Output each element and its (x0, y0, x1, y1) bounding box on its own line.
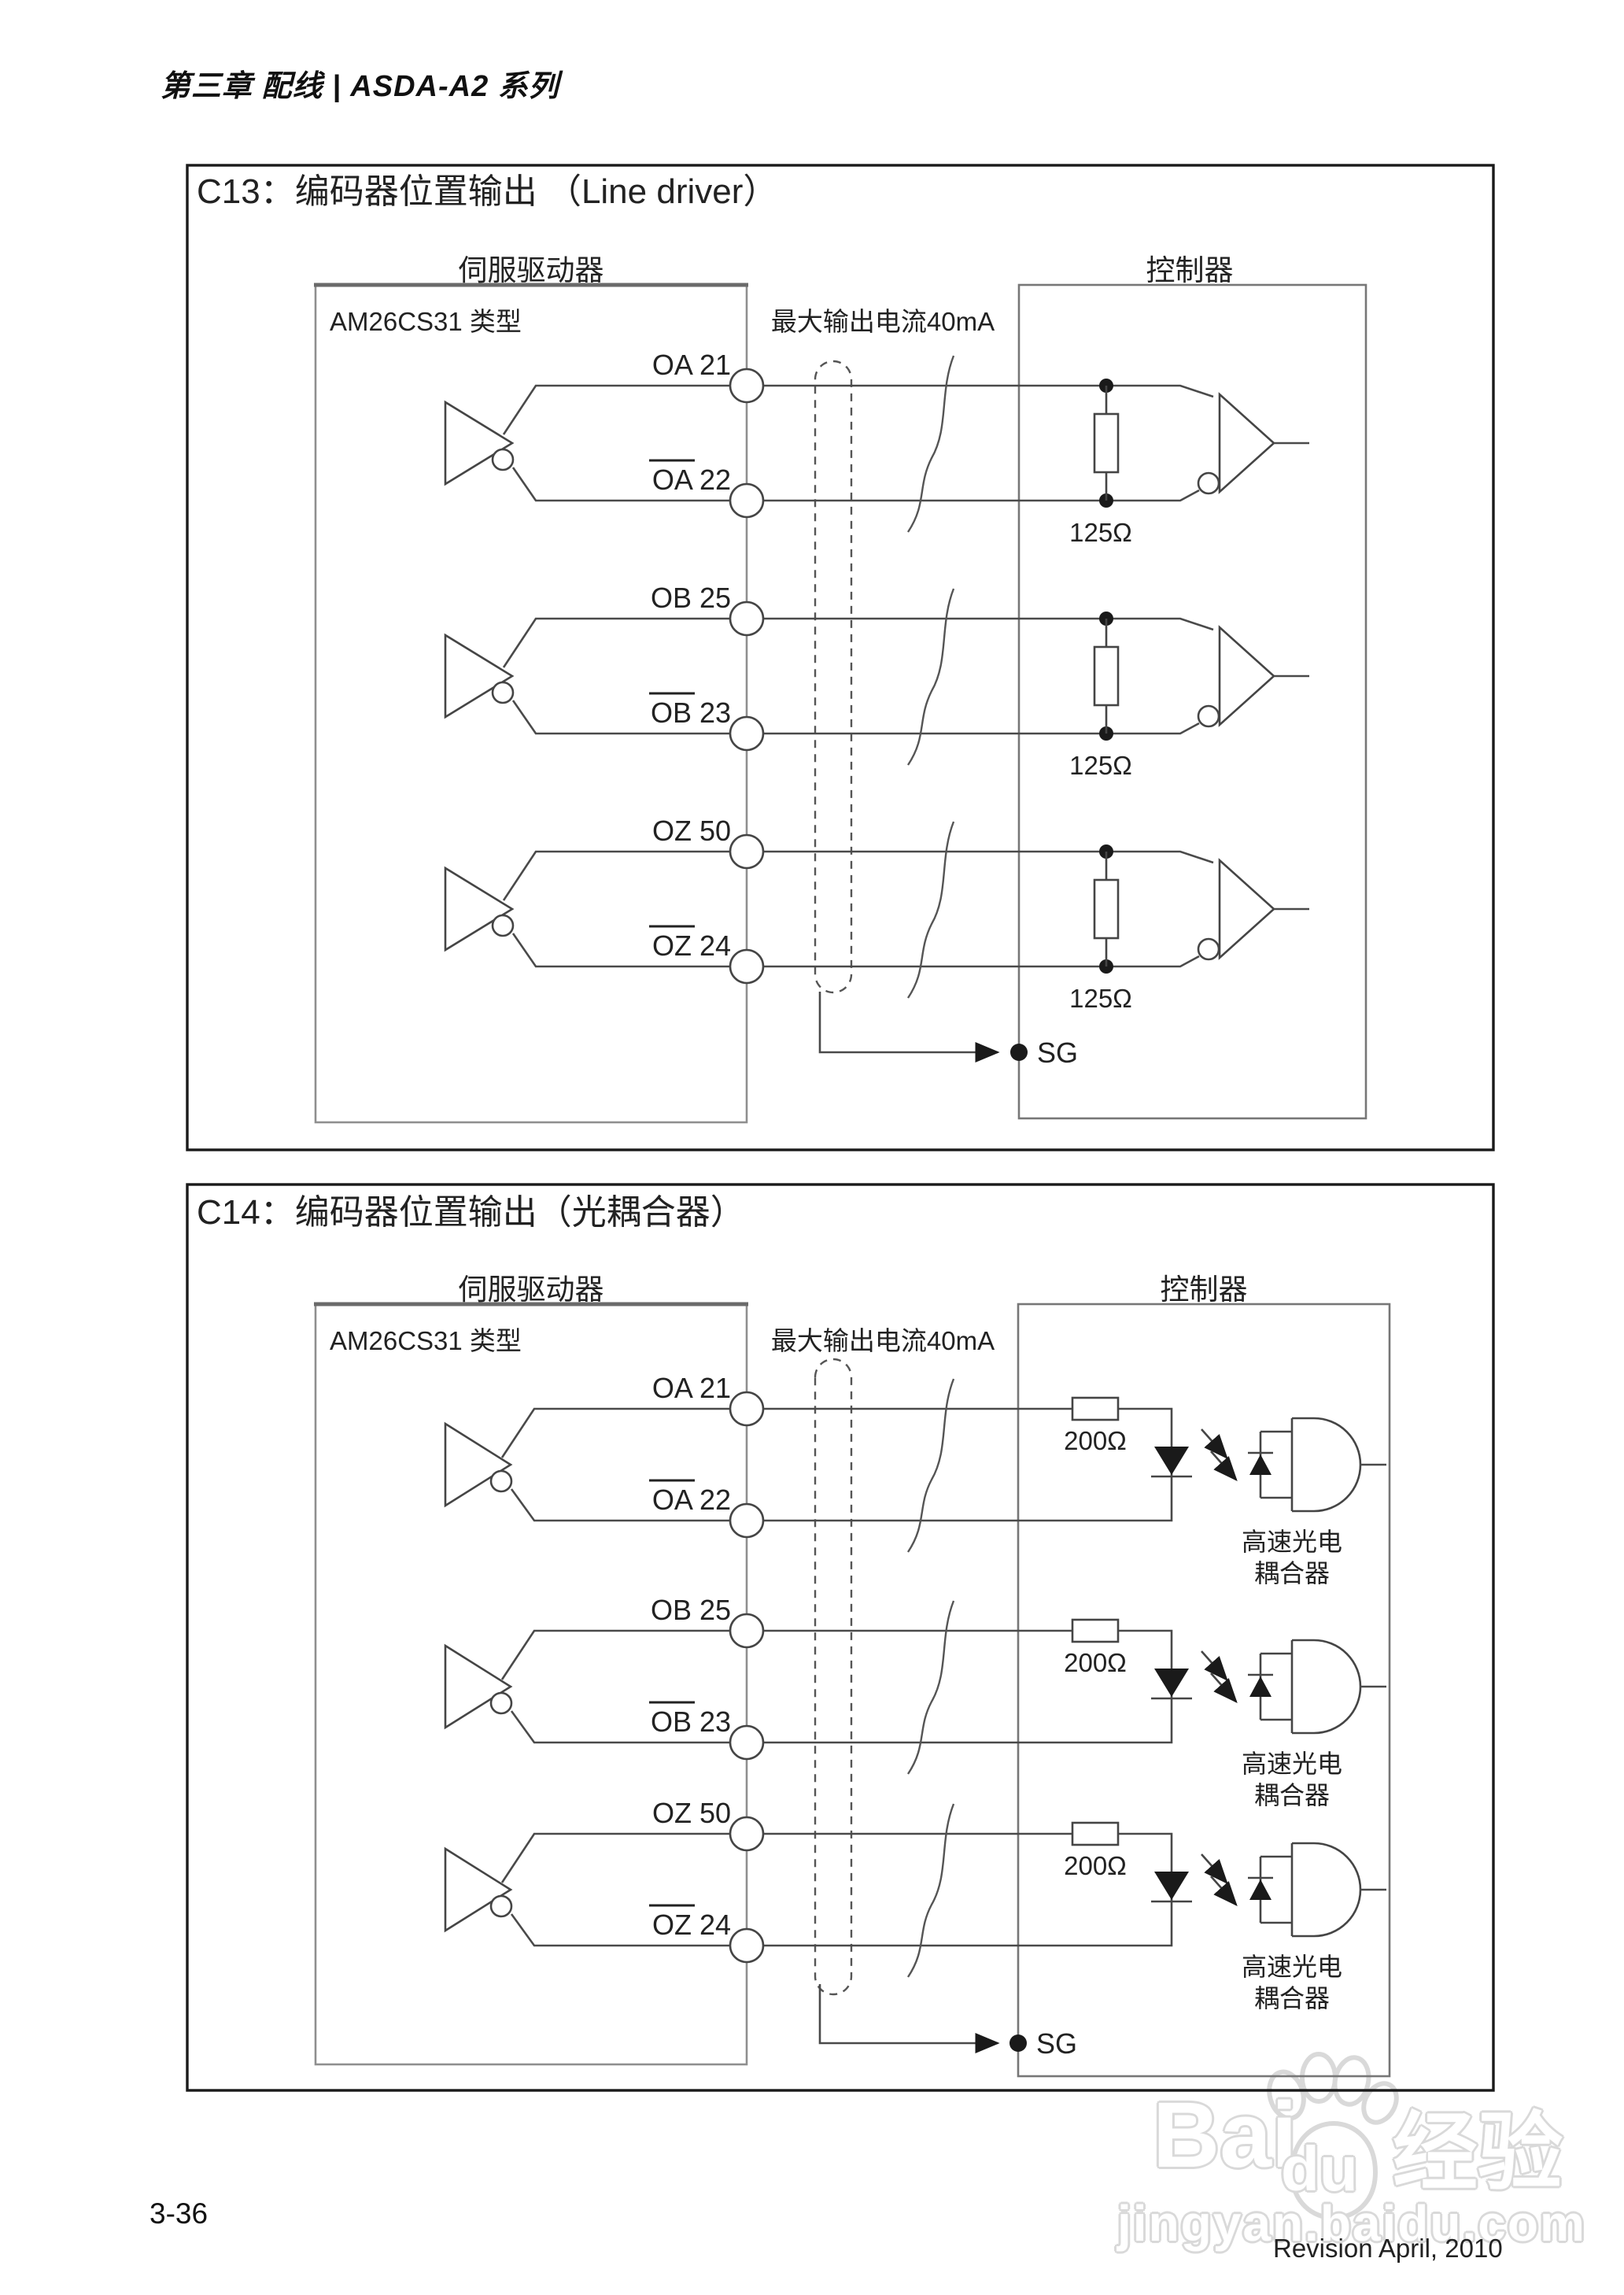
coupler-label-line1: 高速光电 (1242, 1528, 1342, 1556)
pin-label-bottom: OB 23 (651, 697, 731, 729)
coupler-label-line2: 耦合器 (1254, 1984, 1330, 2012)
page-number: 3-36 (149, 2197, 209, 2230)
c14-driver-type: AM26CS31 类型 (330, 1326, 522, 1355)
sg-label: SG (1037, 1037, 1078, 1069)
chapter-header: 第三章 配线 | ASDA-A2 系列 (161, 70, 559, 103)
watermark-du: du (1281, 2134, 1358, 2204)
c14-servo-heading: 伺服驱动器 (459, 1273, 604, 1306)
watermark-url: jingyan.baidu.com (1117, 2195, 1586, 2252)
c13-max-current: 最大输出电流40mA (771, 307, 995, 336)
pin-label-top: OZ 50 (652, 815, 731, 847)
diagram-c13-panel: C13：编码器位置输出 （Line driver） 伺服驱动器 控制器 AM26… (186, 164, 1495, 1151)
channel-graphics (445, 1601, 1386, 1774)
cable-shield (814, 1358, 853, 1996)
c14-controller-heading: 控制器 (1161, 1273, 1248, 1306)
resistor-value: 200Ω (1064, 1648, 1127, 1677)
channel-graphics (445, 1804, 1386, 1977)
pin-label-bottom: OA 22 (652, 464, 731, 496)
channel-graphics (445, 1379, 1386, 1552)
shield-ground-wire (818, 992, 1000, 1062)
pin-label-top: OA 21 (652, 1372, 731, 1404)
c14-title: C14：编码器位置输出（光耦合器） (197, 1193, 745, 1232)
c14-frame (186, 1183, 1495, 2092)
paw-icon (1267, 2052, 1399, 2221)
servo-drive-box (314, 1303, 748, 2066)
resistor-value: 200Ω (1064, 1851, 1127, 1880)
resistor-value: 125Ω (1069, 984, 1132, 1013)
shield-ground-wire (818, 1984, 1000, 2053)
controller-box (1017, 1303, 1391, 2078)
c13-controller-heading: 控制器 (1146, 254, 1234, 286)
cable-shield (814, 360, 853, 994)
watermark-jingyan-cn: 经验 (1393, 2105, 1563, 2200)
pin-label-bottom: OA 22 (652, 1484, 731, 1516)
controller-box (1017, 283, 1367, 1120)
coupler-label-line2: 耦合器 (1254, 1781, 1330, 1809)
diagram-c14-panel: C14：编码器位置输出（光耦合器） 伺服驱动器 控制器 AM26CS31 类型 … (186, 1183, 1495, 2092)
coupler-label-line1: 高速光电 (1242, 1953, 1342, 1981)
sg-label: SG (1036, 2027, 1077, 2060)
resistor-value: 200Ω (1064, 1426, 1127, 1455)
channel-ob: OB 25 OB 23 125Ω (444, 582, 1311, 780)
pin-label-bottom: OB 23 (651, 1706, 731, 1738)
channel-oa: OA 21 OA 22 200Ω 高速光电 耦合器 (445, 1372, 1386, 1587)
channel-ob: OB 25 OB 23 200Ω 高速光电 耦合器 (445, 1594, 1386, 1809)
sg-terminal-dot (1009, 2034, 1027, 2052)
channel-graphics (444, 354, 1311, 534)
pin-label-top: OB 25 (651, 582, 731, 614)
pin-label-top: OZ 50 (652, 1797, 731, 1829)
c13-driver-type: AM26CS31 类型 (330, 307, 522, 336)
watermark-bai: Bai (1153, 2083, 1297, 2187)
coupler-label-line1: 高速光电 (1242, 1750, 1342, 1778)
pin-label-bottom: OZ 24 (652, 1909, 731, 1941)
channel-oz: OZ 50 OZ 24 125Ω (444, 815, 1311, 1013)
c13-title: C13：编码器位置输出 （Line driver） (197, 172, 777, 211)
pin-label-top: OB 25 (651, 1594, 731, 1626)
baidu-jingyan-watermark: Bai du 经验 jingyan.baidu.com (1109, 2023, 1585, 2290)
revision-note: Revision April, 2010 (1273, 2234, 1503, 2263)
channel-oz: OZ 50 OZ 24 200Ω 高速光电 耦合器 (445, 1797, 1386, 2012)
c14-max-current: 最大输出电流40mA (771, 1326, 995, 1355)
channel-graphics (444, 820, 1311, 1000)
c13-servo-heading: 伺服驱动器 (459, 254, 604, 286)
sg-terminal-dot (1010, 1044, 1028, 1061)
channel-graphics (444, 587, 1311, 767)
resistor-value: 125Ω (1069, 751, 1132, 780)
coupler-label-line2: 耦合器 (1254, 1559, 1330, 1587)
channel-oa: OA 21 OA 22 125Ω (444, 349, 1311, 547)
pin-label-bottom: OZ 24 (652, 929, 731, 962)
resistor-value: 125Ω (1069, 518, 1132, 547)
pin-label-top: OA 21 (652, 349, 731, 381)
c13-frame (186, 164, 1495, 1151)
